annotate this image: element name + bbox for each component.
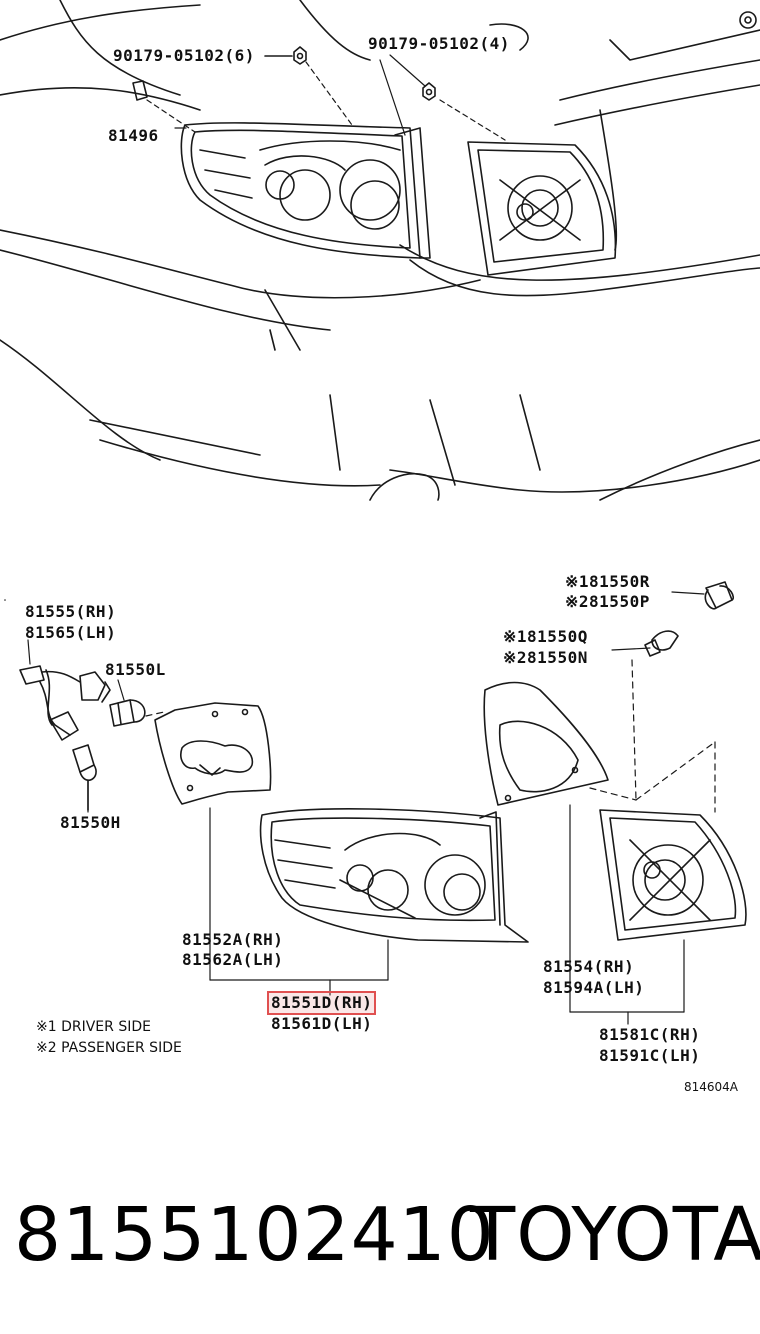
label-gasket-rh: 81552A(RH) bbox=[182, 930, 284, 949]
drawing-code: 814604A bbox=[684, 1080, 739, 1094]
label-lamp-lh: 81561D(LH) bbox=[271, 1014, 373, 1033]
top-fasteners bbox=[132, 46, 436, 101]
label-bulb-p: ※281550P bbox=[565, 592, 650, 611]
bulb-81550L bbox=[109, 699, 146, 727]
gasket-81552A bbox=[154, 702, 272, 805]
lamp-81581C bbox=[599, 809, 747, 941]
bulb-81550Q bbox=[644, 630, 679, 657]
label-bulb-r: ※181550R bbox=[565, 572, 650, 591]
label-nut-right: 90179-05102(4) bbox=[368, 34, 510, 53]
label-bulb-q: ※181550Q bbox=[503, 627, 588, 646]
label-socket-lh: 81565(LH) bbox=[25, 623, 117, 642]
label-gasket-lh: 81562A(LH) bbox=[182, 950, 284, 969]
note-driver-side: ※1 DRIVER SIDE bbox=[36, 1019, 151, 1035]
label-bulb-n: ※281550N bbox=[503, 648, 588, 667]
bulb-81550H bbox=[72, 744, 97, 811]
socket-wire-harness bbox=[19, 665, 111, 741]
footer-brand: TOYOTA bbox=[470, 1192, 760, 1278]
label-lamp-rh-highlighted[interactable]: 81551D(RH) bbox=[266, 991, 377, 1015]
top-lamp-trunk bbox=[467, 141, 617, 276]
bulb-81550R bbox=[704, 581, 735, 610]
assembly-leaders-dashed bbox=[145, 659, 716, 813]
label-bulb-h: 81550H bbox=[60, 813, 121, 832]
label-lamp2-rh: 81581C(RH) bbox=[599, 1025, 701, 1044]
lamp-81551D bbox=[259, 808, 529, 943]
car-body-outline bbox=[0, 0, 760, 601]
label-clip: 81496 bbox=[108, 126, 159, 145]
gasket-81554 bbox=[483, 681, 609, 806]
top-lamp-body bbox=[180, 122, 431, 259]
label-nut-left: 90179-05102(6) bbox=[113, 46, 255, 65]
label-gasket2-rh: 81554(RH) bbox=[543, 957, 635, 976]
label-socket-rh: 81555(RH) bbox=[25, 602, 117, 621]
label-lamp2-lh: 81591C(LH) bbox=[599, 1046, 701, 1065]
label-gasket2-lh: 81594A(LH) bbox=[543, 978, 645, 997]
label-bulb-l: 81550L bbox=[105, 660, 166, 679]
note-passenger-side: ※2 PASSENGER SIDE bbox=[36, 1040, 182, 1056]
top-leaders bbox=[146, 61, 506, 141]
footer-part-number: 8155102410 bbox=[14, 1192, 495, 1278]
